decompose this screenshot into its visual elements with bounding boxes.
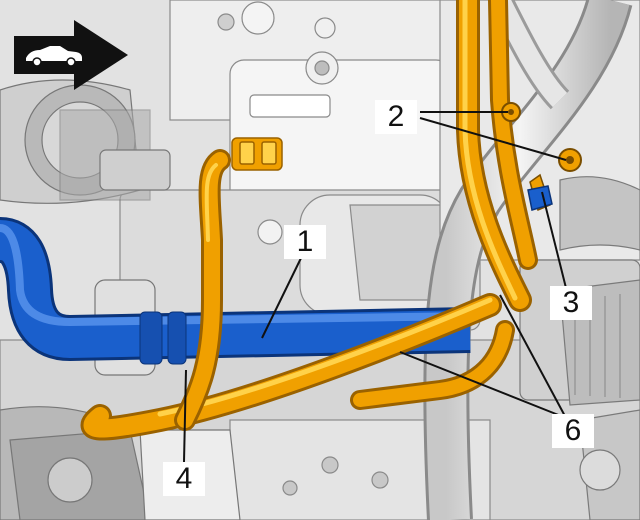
orange-coolant-pipe [80,0,538,441]
blue-coolant-pipe [0,217,471,365]
convertible-car-icon [26,46,82,67]
callout-2: 2 [375,100,417,134]
callout-3: 3 [550,286,592,320]
callout-6: 6 [552,414,594,448]
leader-lines [183,111,567,463]
orange-quick-connector [231,137,283,171]
arrow-right-icon [14,20,128,90]
callout-4: 4 [163,462,205,496]
callout-1: 1 [284,225,326,259]
